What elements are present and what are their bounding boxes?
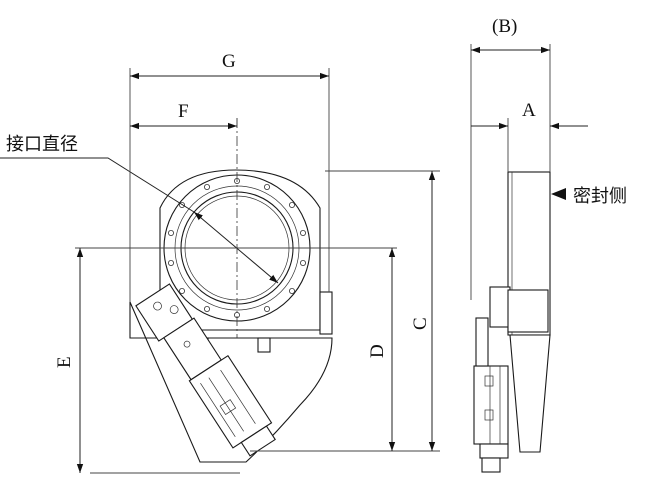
label-C: C	[410, 317, 431, 330]
side-view	[473, 171, 551, 473]
label-B: (B)	[492, 16, 517, 37]
side-actuator-stem	[475, 317, 489, 367]
side-extension-lines	[470, 44, 551, 300]
side-actuator-upper	[489, 286, 511, 328]
side-fitting	[481, 457, 501, 473]
valve-right-flange	[319, 291, 333, 335]
label-G: G	[222, 51, 236, 72]
side-lower-housing	[509, 334, 551, 453]
front-view: 接口直径	[0, 118, 333, 463]
label-E: E	[54, 356, 75, 368]
port-diameter-arrow	[193, 211, 279, 284]
label-F: F	[178, 101, 189, 122]
side-actuator-end	[479, 443, 509, 459]
label-A: A	[522, 100, 536, 121]
actuator-arm	[135, 283, 276, 457]
seal-side-arrow	[551, 188, 566, 200]
seal-side-label: 密封侧	[573, 186, 627, 207]
port-diameter-leader	[0, 157, 195, 213]
label-D: D	[367, 344, 388, 358]
port-diameter-label: 接口直径	[6, 134, 78, 155]
foot-right	[257, 337, 271, 353]
side-actuator-column	[473, 365, 509, 445]
side-actuator-block	[507, 289, 549, 333]
